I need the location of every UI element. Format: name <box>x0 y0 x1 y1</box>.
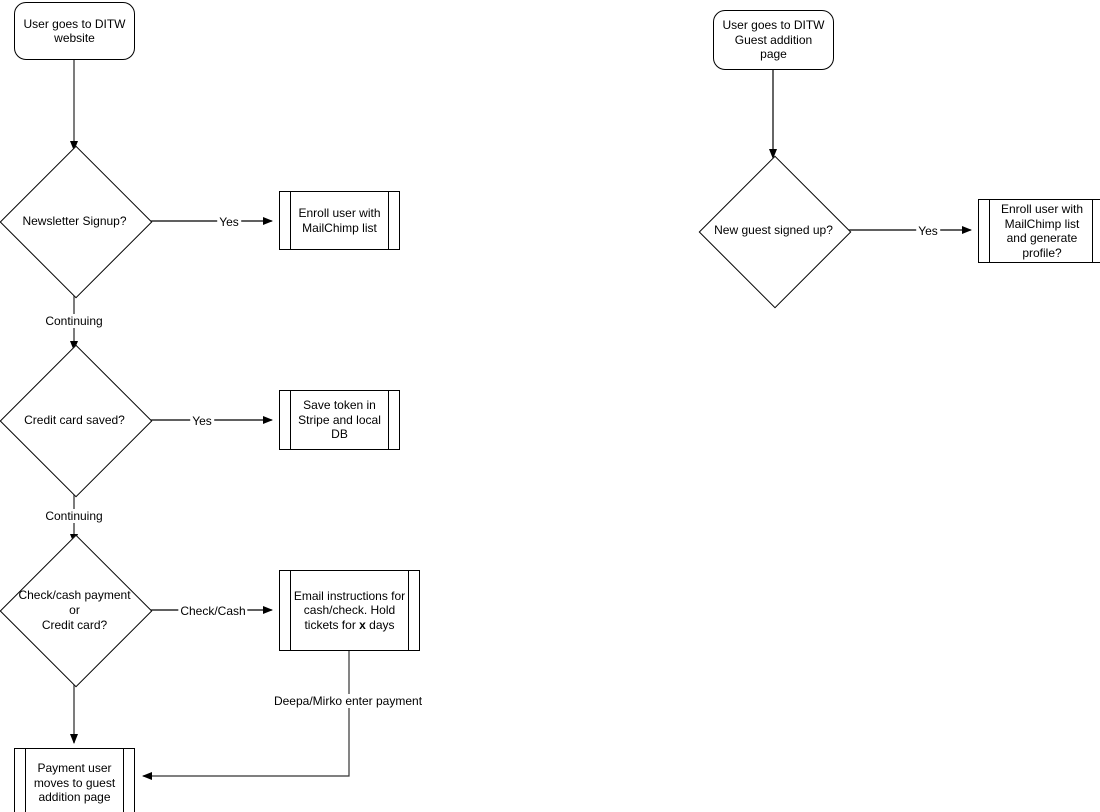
edge-label-newsletter-yes: Yes <box>217 215 241 229</box>
node-save-token[interactable]: Save token in Stripe and local DB <box>279 389 400 451</box>
process-bar-left <box>25 747 26 812</box>
node-enroll-generate-profile[interactable]: Enroll user with MailChimp list and gene… <box>978 198 1100 264</box>
node-newsletter-signup[interactable]: Newsletter Signup? <box>0 145 152 299</box>
email-text-bold: x <box>359 617 366 632</box>
edge-label-payment-checkcash: Check/Cash <box>178 604 248 618</box>
node-start-website-label: User goes to DITW website <box>23 16 126 46</box>
node-save-token-label: Save token in Stripe and local DB <box>298 398 381 442</box>
node-new-guest-signed-up[interactable]: New guest signed up? <box>698 155 851 308</box>
node-email-instructions-label: Email instructions for cash/check. Hold … <box>280 589 419 633</box>
edge-email-to-payment-user <box>142 651 350 780</box>
process-bar-right <box>388 389 389 451</box>
edge-label-creditcard-yes: Yes <box>190 414 214 428</box>
payment-method-line-3: Credit card? <box>41 617 108 632</box>
payment-method-line-1: Check/cash payment <box>18 587 131 602</box>
node-email-instructions[interactable]: Email instructions for cash/check. Hold … <box>279 569 420 652</box>
process-bar-left <box>290 389 291 451</box>
node-credit-card-saved-label: Credit card saved? <box>24 412 125 427</box>
node-payment-user-moves-label: Payment user moves to guest addition pag… <box>33 761 116 805</box>
node-enroll-mailchimp[interactable]: Enroll user with MailChimp list <box>279 190 400 251</box>
edge-label-deepa-mirko: Deepa/Mirko enter payment <box>271 694 425 708</box>
edge-label-creditcard-continuing: Continuing <box>43 509 105 523</box>
edge-label-newsletter-continuing: Continuing <box>43 314 105 328</box>
node-new-guest-signed-up-label: New guest signed up? <box>714 223 833 238</box>
process-bar-left <box>290 190 291 251</box>
edge-label-guest-yes: Yes <box>916 224 940 238</box>
email-text-part1: Email instructions for cash/check. Hold … <box>293 588 406 632</box>
node-start-website[interactable]: User goes to DITW website <box>14 2 135 60</box>
process-bar-right <box>388 190 389 251</box>
process-bar-right <box>408 569 409 652</box>
node-payment-method-label: Check/cash payment or Credit card? <box>18 588 130 633</box>
node-payment-method[interactable]: Check/cash payment or Credit card? <box>0 534 152 688</box>
node-enroll-mailchimp-label: Enroll user with MailChimp list <box>298 206 381 235</box>
email-text-part2: days <box>365 617 395 632</box>
node-newsletter-signup-label: Newsletter Signup? <box>22 213 127 228</box>
process-bar-left <box>989 198 990 264</box>
node-payment-user-moves[interactable]: Payment user moves to guest addition pag… <box>14 747 135 812</box>
node-start-guest-page[interactable]: User goes to DITW Guest addition page <box>713 10 834 70</box>
process-bar-right <box>1092 198 1093 264</box>
process-bar-left <box>290 569 291 652</box>
payment-method-line-2: or <box>69 602 80 617</box>
node-enroll-generate-profile-label: Enroll user with MailChimp list and gene… <box>1000 202 1084 260</box>
node-credit-card-saved[interactable]: Credit card saved? <box>0 344 152 498</box>
process-bar-right <box>123 747 124 812</box>
node-start-guest-page-label: User goes to DITW Guest addition page <box>722 18 825 62</box>
